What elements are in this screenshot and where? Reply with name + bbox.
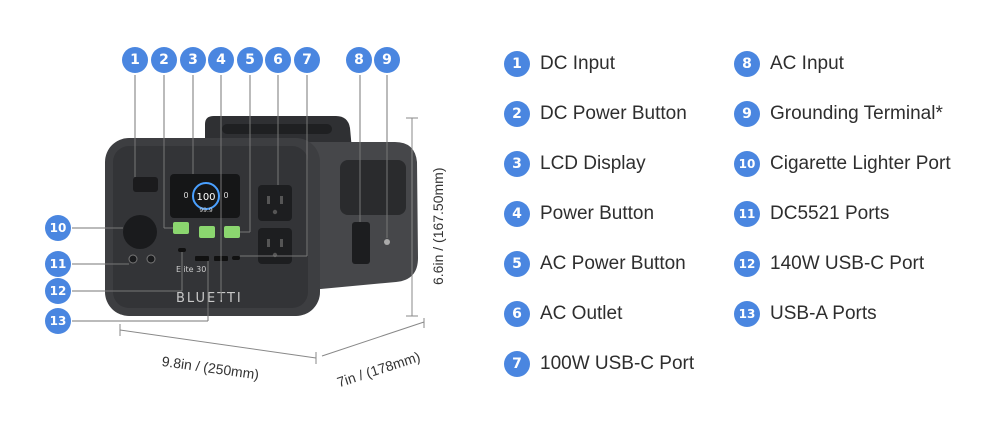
legend-badge: 1 [504, 51, 530, 77]
legend-item-cigarette-lighter-port: 10 Cigarette Lighter Port [734, 149, 951, 179]
legend-badge: 8 [734, 51, 760, 77]
legend-badge: 2 [504, 101, 530, 127]
figure-badge-3: 3 [180, 47, 206, 73]
legend-label: Power Button [540, 203, 655, 224]
figure-badge-13: 13 [45, 308, 71, 334]
legend-label: DC Power Button [540, 103, 687, 124]
figure-badge-8: 8 [346, 47, 372, 73]
figure-badge-6: 6 [265, 47, 291, 73]
legend-item-usb-a-ports: 13 USB-A Ports [734, 299, 877, 329]
legend-item-ac-outlet: 6 AC Outlet [504, 299, 622, 329]
dc5521-port-2 [146, 254, 156, 264]
cigarette-lighter-port [123, 215, 157, 249]
legend-item-power-button: 4 Power Button [504, 199, 654, 229]
figure-badge-1: 1 [122, 47, 148, 73]
legend-label: Cigarette Lighter Port [770, 153, 951, 174]
legend-item-dc5521-ports: 11 DC5521 Ports [734, 199, 889, 229]
legend-badge: 13 [734, 301, 760, 327]
lcd-left-value: 0 [183, 191, 188, 200]
ac-input-port [352, 222, 370, 264]
dimension-lines [119, 117, 425, 364]
figure-badge-7: 7 [294, 47, 320, 73]
legend-item-dc-input: 1 DC Input [504, 49, 615, 79]
legend-badge: 3 [504, 151, 530, 177]
legend-label: DC Input [540, 53, 615, 74]
legend-item-100w-usb-c-port: 7 100W USB-C Port [504, 349, 694, 379]
legend-badge: 11 [734, 201, 760, 227]
legend-badge: 10 [734, 151, 760, 177]
dc-power-button [173, 222, 189, 234]
legend-badge: 4 [504, 201, 530, 227]
legend-badge: 6 [504, 301, 530, 327]
brand-logo: BLUETTI [176, 291, 243, 306]
dc5521-port-1 [128, 254, 138, 264]
legend-label: LCD Display [540, 153, 646, 174]
legend-badge: 5 [504, 251, 530, 277]
side-vents [340, 160, 406, 215]
legend-item-dc-power-button: 2 DC Power Button [504, 99, 687, 129]
legend-item-lcd-display: 3 LCD Display [504, 149, 646, 179]
height-dimension-label: 6.6in / (167.50mm) [430, 167, 446, 286]
legend-label: AC Power Button [540, 253, 686, 274]
legend-badge: 12 [734, 251, 760, 277]
legend-badge: 7 [504, 351, 530, 377]
figure-badge-9: 9 [374, 47, 400, 73]
model-name: Elite 30 [176, 265, 206, 274]
figure-badge-4: 4 [208, 47, 234, 73]
legend-label: USB-A Ports [770, 303, 877, 324]
lcd-sub-value: 99.9 [199, 207, 213, 214]
legend-label: DC5521 Ports [770, 203, 890, 224]
grounding-terminal [384, 239, 390, 245]
legend-item-ac-power-button: 5 AC Power Button [504, 249, 686, 279]
power-station-diagram: 100 0 0 99.9 Elite 30 BLUETTI [72, 75, 425, 364]
figure-badge-11: 11 [45, 251, 71, 277]
figure-badge-10: 10 [45, 215, 71, 241]
legend-item-grounding-terminal: 9 Grounding Terminal* [734, 99, 943, 129]
legend-label: 140W USB-C Port [770, 253, 925, 274]
legend-label: Grounding Terminal* [770, 103, 943, 124]
ac-outlet-top [258, 185, 292, 221]
dc-input-port [133, 177, 158, 192]
leader-lines [72, 75, 388, 322]
handle-slot [222, 124, 332, 134]
legend-badge: 9 [734, 101, 760, 127]
legend-label: AC Outlet [540, 303, 623, 324]
lcd-right-value: 0 [223, 191, 228, 200]
legend-label: 100W USB-C Port [540, 353, 695, 374]
figure-badge-5: 5 [237, 47, 263, 73]
legend-item-140w-usb-c-port: 12 140W USB-C Port [734, 249, 924, 279]
figure-badge-12: 12 [45, 278, 71, 304]
usb-c-140w-port [178, 248, 186, 252]
usb-a-port-1 [195, 256, 209, 261]
lcd-display [170, 174, 240, 218]
lcd-main-value: 100 [196, 192, 215, 203]
legend-label: AC Input [770, 53, 844, 74]
figure-badge-2: 2 [151, 47, 177, 73]
power-button [199, 226, 215, 238]
usb-c-100w-port [232, 256, 240, 260]
legend-item-ac-input: 8 AC Input [734, 49, 844, 79]
ac-power-button [224, 226, 240, 238]
ac-outlet-bottom [258, 228, 292, 264]
